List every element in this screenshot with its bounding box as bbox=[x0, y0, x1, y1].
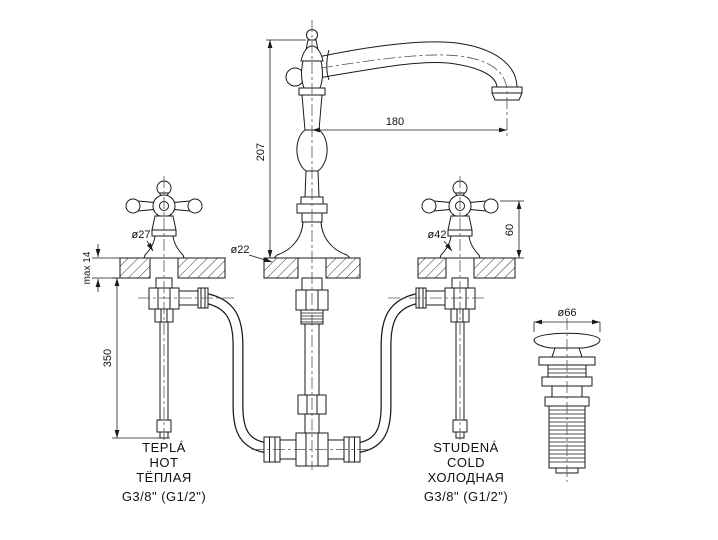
dim-spout-reach-value: 180 bbox=[386, 116, 404, 128]
dim-spout-height: 207 bbox=[255, 39, 306, 258]
spout bbox=[272, 29, 523, 259]
mounting-deck bbox=[119, 257, 516, 279]
cold-label-russian: ХОЛОДНАЯ bbox=[428, 470, 505, 485]
dim-drain-diameter: ø66 bbox=[533, 307, 601, 332]
cold-thread-size: G3/8" (G1/2") bbox=[424, 489, 508, 504]
drain-threaded-body bbox=[548, 405, 586, 469]
dim-deck-thickness: max 14 bbox=[82, 244, 120, 292]
dim-supply-length-value: 350 bbox=[102, 349, 114, 367]
hot-label-russian: ТЁПЛАЯ bbox=[136, 470, 192, 485]
cold-label-english: COLD bbox=[447, 455, 485, 470]
dim-escutcheon-diameter: ø42 bbox=[428, 229, 453, 252]
dim-handle-diameter-value: ø27 bbox=[132, 229, 151, 241]
centerlines bbox=[138, 20, 568, 482]
dim-spout-hole-diameter-value: ø22 bbox=[231, 244, 250, 256]
dim-escutcheon-diameter-value: ø42 bbox=[428, 229, 447, 241]
hot-label-czech: TEPLÁ bbox=[142, 440, 186, 455]
cold-connection-label: STUDENÁ COLD ХОЛОДНАЯ G3/8" (G1/2") bbox=[424, 440, 508, 504]
dim-handle-diameter: ø27 bbox=[132, 229, 154, 252]
dim-deck-thickness-value: max 14 bbox=[82, 251, 93, 284]
hot-valve-assembly bbox=[148, 277, 269, 454]
dim-handle-height-value: 60 bbox=[504, 224, 516, 236]
cold-valve-assembly bbox=[356, 278, 475, 448]
hot-label-english: HOT bbox=[150, 455, 179, 470]
dim-spout-height-value: 207 bbox=[255, 143, 267, 161]
cold-label-czech: STUDENÁ bbox=[433, 440, 499, 455]
dim-drain-diameter-value: ø66 bbox=[558, 307, 577, 319]
hot-connection-label: TEPLÁ HOT ТЁПЛАЯ G3/8" (G1/2") bbox=[122, 440, 206, 504]
dim-spout-hole-diameter: ø22 bbox=[231, 244, 273, 263]
dim-handle-height: 60 bbox=[500, 200, 524, 259]
spout-arm bbox=[317, 41, 518, 89]
dim-spout-reach: 180 bbox=[312, 116, 507, 133]
hot-thread-size: G3/8" (G1/2") bbox=[122, 489, 206, 504]
